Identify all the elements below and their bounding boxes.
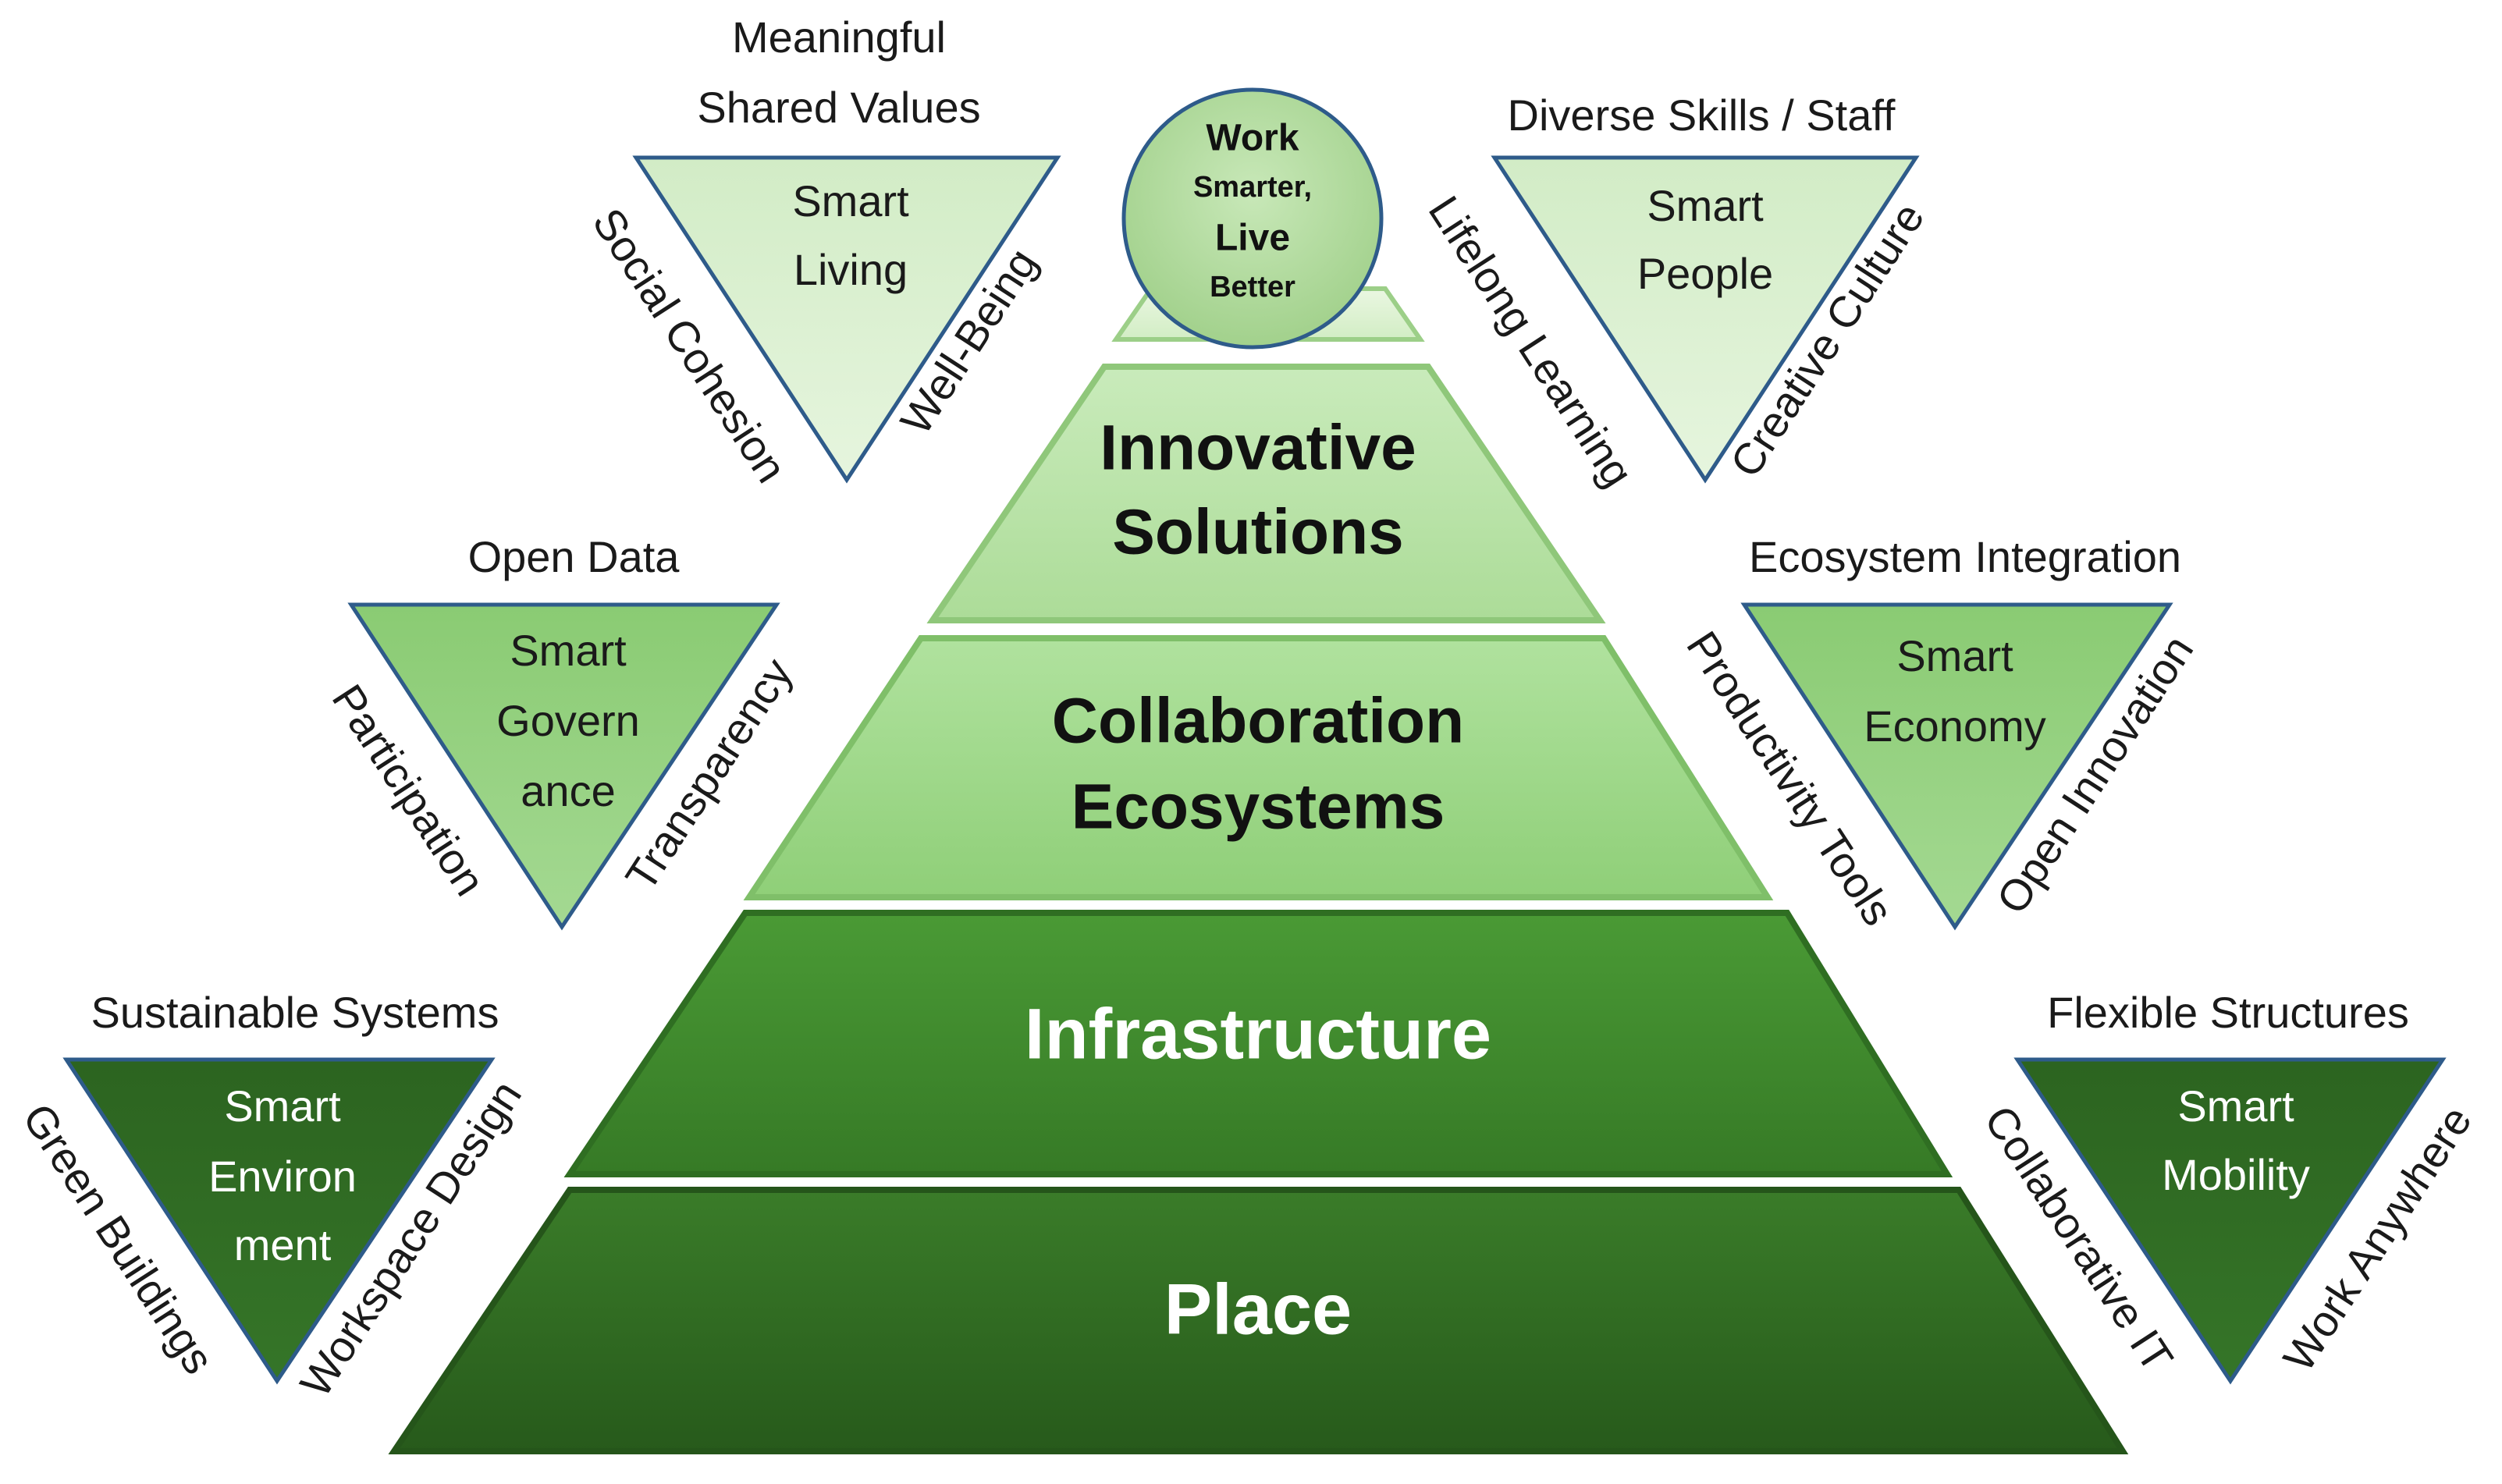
level-line: Solutions xyxy=(1112,497,1404,568)
triangle-line: ment xyxy=(234,1220,332,1269)
level-label-place: Place xyxy=(1164,1269,1352,1349)
triangle-smart-living: Smart Living Meaningful Shared Values So… xyxy=(583,12,1061,491)
triangle-top-label: Shared Values xyxy=(697,83,980,132)
triangle-top-label: Open Data xyxy=(468,532,681,581)
triangle-top-label: Diverse Skills / Staff xyxy=(1508,91,1896,140)
triangle-line: Smart xyxy=(792,176,909,225)
triangle-line: Living xyxy=(794,245,908,294)
level-label-innovative-solutions: Innovative Solutions xyxy=(1100,413,1416,568)
level-label-collaboration-ecosystems: Collaboration Ecosystems xyxy=(1052,686,1464,843)
apex-line: Work xyxy=(1206,118,1299,159)
apex-line: Better xyxy=(1210,271,1295,304)
level-line: Innovative xyxy=(1100,413,1416,484)
pyramid-level-infrastructure xyxy=(563,910,1953,1177)
triangle-top-label: Meaningful xyxy=(732,12,946,62)
triangle-top-label: Sustainable Systems xyxy=(91,988,499,1037)
triangle-line: ance xyxy=(521,766,615,815)
triangle-line: Smart xyxy=(510,626,627,675)
pyramid: Innovative Solutions Collaboration Ecosy… xyxy=(388,286,2129,1454)
pyramid-level-collaboration-ecosystems xyxy=(743,635,1774,900)
triangle-line: Smart xyxy=(224,1081,341,1131)
triangle-line: People xyxy=(1637,249,1773,298)
triangle-smart-environment: Smart Environ ment Sustainable Systems G… xyxy=(13,988,531,1405)
triangle-top-label: Ecosystem Integration xyxy=(1749,532,2181,581)
triangle-smart-mobility: Smart Mobility Flexible Structures Colla… xyxy=(1975,988,2481,1385)
triangle-smart-governance: Smart Govern ance Open Data Participatio… xyxy=(323,532,801,931)
pyramid-level-innovative-solutions xyxy=(926,364,1606,623)
triangle-line: Smart xyxy=(1647,181,1764,230)
triangle-line: Smart xyxy=(2177,1081,2294,1131)
triangle-smart-people: Smart People Diverse Skills / Staff Life… xyxy=(1420,91,1934,495)
triangle-top-label: Flexible Structures xyxy=(2047,988,2409,1037)
level-line: Ecosystems xyxy=(1072,772,1445,843)
triangle-line: Govern xyxy=(496,696,640,745)
level-label-infrastructure: Infrastructure xyxy=(1025,994,1491,1074)
apex-line: Smarter, xyxy=(1193,171,1312,204)
apex-line: Live xyxy=(1215,218,1290,259)
level-line: Collaboration xyxy=(1052,686,1464,757)
pyramid-level-place xyxy=(388,1187,2129,1454)
triangle-line: Mobility xyxy=(2162,1150,2310,1199)
triangle-line: Environ xyxy=(208,1152,357,1201)
triangle-line: Smart xyxy=(1896,631,2013,680)
triangle-line: Economy xyxy=(1864,701,2045,751)
apex-circle: Work Smarter, Live Better xyxy=(1121,87,1384,350)
